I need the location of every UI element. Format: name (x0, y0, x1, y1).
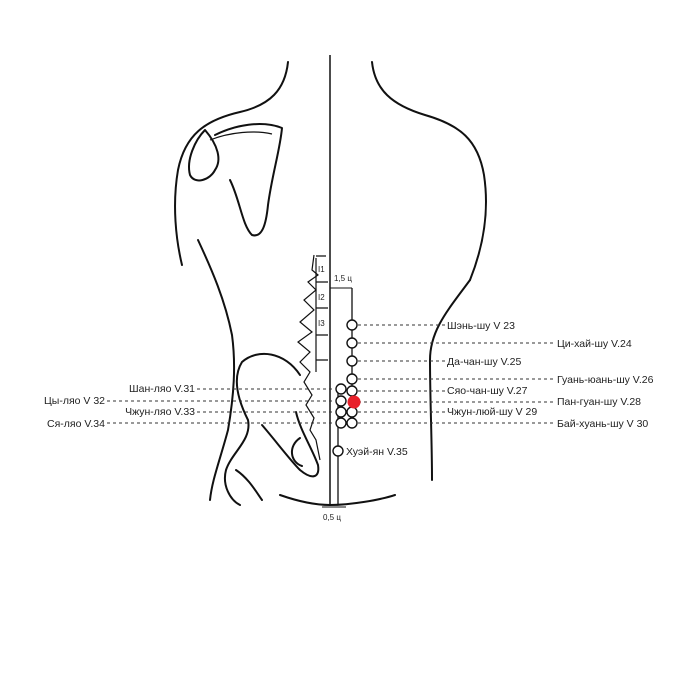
point-v23 (346, 319, 358, 331)
point-v32 (335, 395, 347, 407)
leader-lines (107, 324, 555, 424)
label-v27: Сяо-чан-шу V.27 (447, 385, 528, 397)
label-v23: Шэнь-шу V 23 (447, 320, 515, 332)
label-v34: Ся-ляо V.34 (47, 418, 105, 430)
label-v33: Чжун-ляо V.33 (125, 406, 195, 418)
label-v29: Чжун-люй-шу V 29 (447, 406, 537, 418)
measure-lower: 0,5 ц (323, 513, 341, 522)
point-v34 (335, 417, 347, 429)
point-v35 (332, 445, 344, 457)
label-v24: Ци-хай-шу V.24 (557, 338, 632, 350)
point-v26 (346, 373, 358, 385)
label-v35: Хуэй-ян V.35 (346, 446, 408, 458)
label-v32: Цы-ляо V 32 (44, 395, 105, 407)
vertebra-label: I1 (318, 265, 325, 274)
point-v31 (335, 383, 347, 395)
label-v26: Гуань-юань-шу V.26 (557, 374, 654, 386)
vertebra-label: I3 (318, 319, 325, 328)
measure-upper: 1,5 ц (334, 274, 352, 283)
point-v33 (335, 406, 347, 418)
acupoints (332, 319, 361, 457)
point-v28-highlighted (347, 395, 361, 409)
point-v27 (346, 385, 358, 397)
label-v30: Бай-хуань-шу V 30 (557, 418, 648, 430)
label-v25: Да-чан-шу V.25 (447, 356, 521, 368)
point-v29 (346, 406, 358, 418)
vertebra-label: I2 (318, 293, 325, 302)
body-outline (174, 61, 487, 506)
label-v28: Пан-гуан-шу V.28 (557, 396, 641, 408)
point-v30 (346, 417, 358, 429)
point-v24 (346, 337, 358, 349)
label-v31: Шан-ляо V.31 (129, 383, 195, 395)
point-v25 (346, 355, 358, 367)
